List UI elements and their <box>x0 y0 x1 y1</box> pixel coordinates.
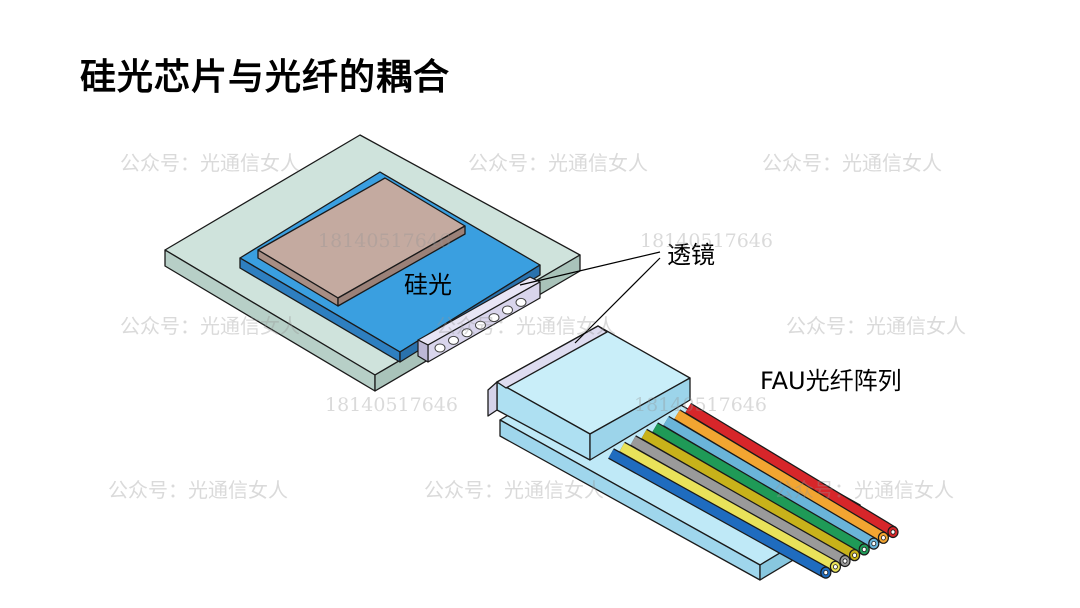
fiber-ribbon <box>608 402 899 579</box>
fiber <box>608 449 829 577</box>
watermark-account: 公众号：光通信女人 <box>108 478 288 502</box>
fiber <box>630 436 848 566</box>
lens-element <box>515 297 527 307</box>
watermark-account: 公众号：光通信女人 <box>468 151 648 175</box>
fiber-core <box>871 540 877 547</box>
chip-label: 硅光 <box>404 271 452 299</box>
watermark-phone: 18140517646 <box>325 394 458 416</box>
watermark-account: 公众号：光通信女人 <box>436 314 616 338</box>
lens-element <box>461 328 473 338</box>
fiber <box>685 403 896 537</box>
watermark-account: 公众号：光通信女人 <box>762 151 942 175</box>
fiber-core <box>861 546 867 553</box>
fiber <box>619 442 838 571</box>
watermark-account: 公众号：光通信女人 <box>774 478 954 502</box>
watermark-account: 公众号：光通信女人 <box>424 478 604 502</box>
fiber-core <box>833 564 838 570</box>
watermark-account: 公众号：光通信女人 <box>120 151 300 175</box>
fiber-core <box>842 558 848 564</box>
fiber-core <box>890 529 896 535</box>
fiber <box>663 416 877 548</box>
lens-leader-lines <box>519 251 661 344</box>
watermark-account: 公众号：光通信女人 <box>120 314 300 338</box>
fiber <box>674 410 886 542</box>
lens-element <box>488 313 500 323</box>
page-title: 硅光芯片与光纤的耦合 <box>80 57 451 98</box>
watermark-phone: 18140517646 <box>318 230 451 252</box>
fau-label: FAU光纤阵列 <box>760 367 902 395</box>
watermark-phone: 18140517646 <box>634 394 767 416</box>
watermark-phone: 18140517646 <box>640 230 773 252</box>
fiber-core <box>852 552 857 558</box>
lens-element <box>502 305 513 315</box>
watermark-account: 公众号：光通信女人 <box>786 314 966 338</box>
lens-element <box>475 320 486 330</box>
lens-array <box>417 276 541 363</box>
fiber-core <box>881 535 886 541</box>
lens-label: 透镜 <box>667 241 715 269</box>
lens-element <box>448 335 459 345</box>
fiber <box>652 423 867 554</box>
lens-element <box>434 343 446 353</box>
fiber <box>641 429 857 560</box>
fiber-core <box>823 569 829 576</box>
